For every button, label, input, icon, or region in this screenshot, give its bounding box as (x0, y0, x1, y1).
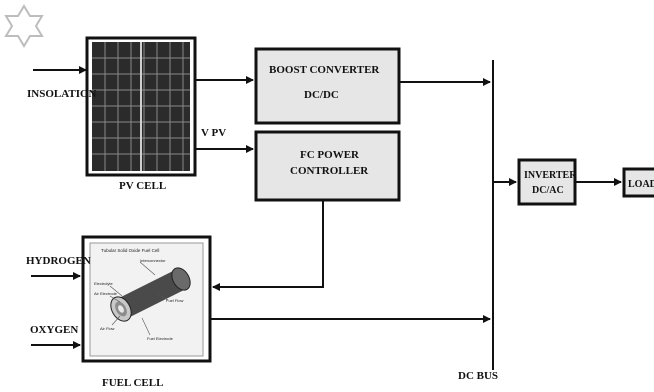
boost-converter-subtitle: DC/DC (304, 89, 339, 101)
callout-interconnector: Interconnector (140, 258, 166, 263)
solar-panel-icon (87, 38, 195, 175)
vpv-label: V PV (201, 127, 226, 139)
callout-air-flow: Air Flow (100, 326, 115, 331)
callout-fuel-flow: Fuel Flow (166, 298, 183, 303)
controller-to-fuelcell-feedback (213, 200, 323, 287)
fuel-cell-tube-icon: Tubular Solid Oxide Fuel Cell Interconne… (83, 237, 210, 361)
boost-converter-title: BOOST CONVERTER (269, 64, 380, 76)
inverter-block: INVERTER DC/AC (519, 160, 577, 204)
inverter-title: INVERTER (524, 170, 577, 181)
callout-electrolyte: Electrolyte (94, 281, 113, 286)
fc-power-controller-block: FC POWER CONTROLLER (256, 132, 399, 200)
inverter-subtitle: DC/AC (532, 185, 564, 196)
callout-air-electrode: Air Electrode (94, 291, 118, 296)
load-block: LOAD (624, 169, 654, 196)
insolation-label: INSOLATION (27, 88, 97, 100)
fuel-cell-image-title: Tubular Solid Oxide Fuel Cell (101, 248, 159, 253)
dc-bus-label: DC BUS (458, 370, 498, 382)
sun-star-icon (6, 6, 42, 46)
boost-converter-block: BOOST CONVERTER DC/DC (256, 49, 399, 123)
oxygen-label: OXYGEN (30, 324, 78, 336)
fc-controller-subtitle: CONTROLLER (290, 165, 369, 177)
callout-fuel-electrode: Fuel Electrode (147, 336, 174, 341)
hydrogen-label: HYDROGEN (26, 255, 91, 267)
fc-controller-title: FC POWER (300, 149, 360, 161)
pv-cell-label: PV CELL (119, 180, 166, 192)
load-label: LOAD (628, 179, 654, 190)
fuel-cell-label: FUEL CELL (102, 377, 163, 389)
